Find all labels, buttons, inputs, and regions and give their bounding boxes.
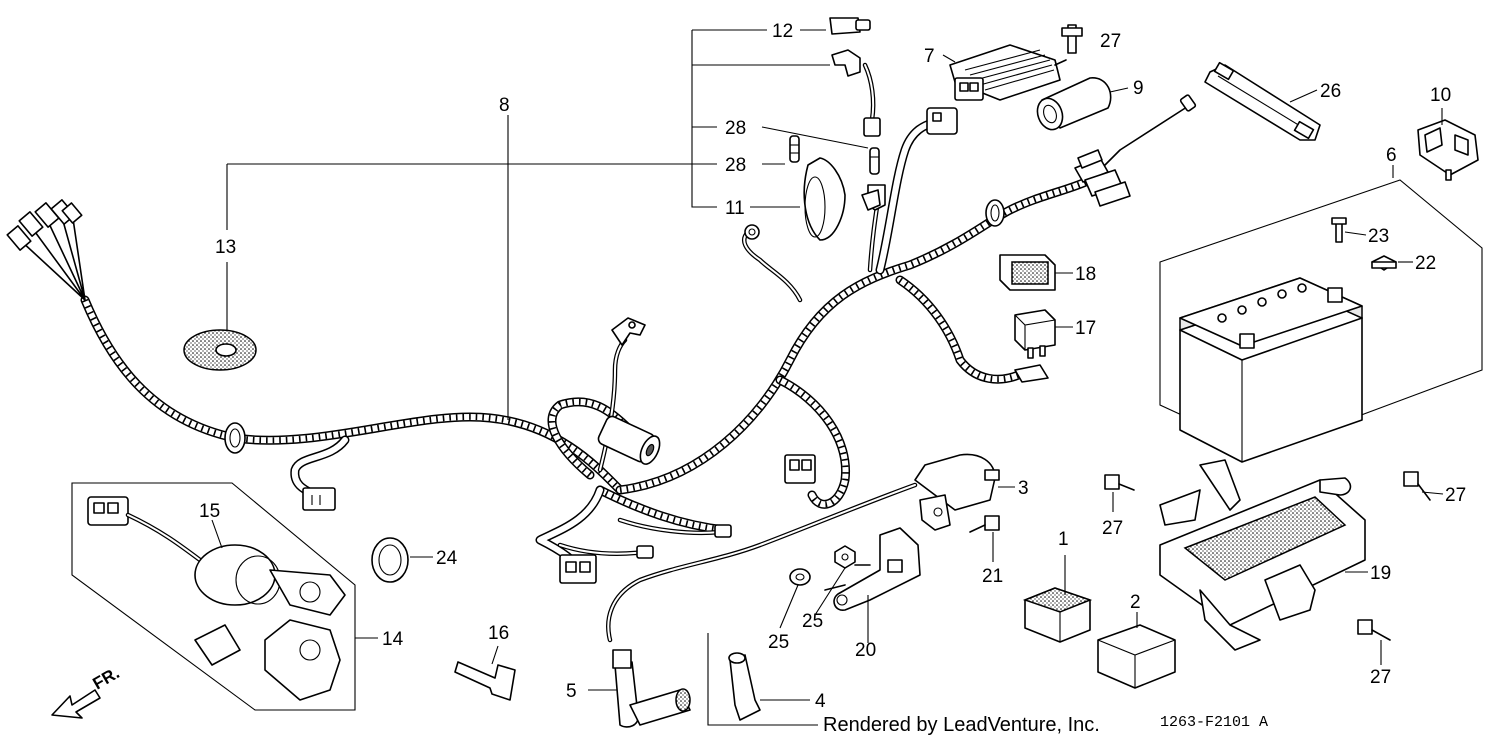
nut-25-a bbox=[789, 568, 811, 586]
callout-12: 12 bbox=[772, 21, 793, 42]
right-connector-bundle bbox=[1074, 94, 1197, 207]
ignition-switch-group bbox=[71, 482, 356, 711]
bracket-20 bbox=[824, 527, 921, 611]
fuse-holder-bracket bbox=[831, 49, 881, 137]
callout-19: 19 bbox=[1370, 563, 1391, 584]
boot-4 bbox=[728, 652, 761, 721]
callout-16: 16 bbox=[488, 623, 509, 644]
callout-27-mid: 27 bbox=[1102, 518, 1123, 539]
callout-24: 24 bbox=[436, 548, 458, 569]
nut-25-b bbox=[834, 545, 856, 569]
spark-plug-cap bbox=[612, 649, 691, 728]
callout-labels: 1 2 3 4 5 6 7 8 9 10 11 12 13 14 15 16 1… bbox=[199, 21, 1466, 712]
ignition-coil bbox=[606, 453, 1000, 643]
battery-box bbox=[1159, 459, 1366, 651]
callout-7: 7 bbox=[924, 46, 935, 67]
clip-10 bbox=[1417, 119, 1479, 181]
callout-10: 10 bbox=[1430, 85, 1451, 106]
callout-9: 9 bbox=[1133, 78, 1144, 99]
battery bbox=[1159, 179, 1483, 463]
capacitor bbox=[597, 415, 661, 465]
relay-17 bbox=[1014, 309, 1056, 359]
bolt-23 bbox=[1331, 217, 1347, 243]
callout-3: 3 bbox=[1018, 478, 1029, 499]
callout-27: 27 bbox=[1100, 31, 1121, 52]
callout-5: 5 bbox=[566, 681, 577, 702]
part-2-cover bbox=[1097, 624, 1176, 689]
leader-lines bbox=[211, 29, 1444, 726]
callout-4: 4 bbox=[815, 691, 826, 712]
nut-22 bbox=[1371, 255, 1397, 271]
callout-11: 11 bbox=[725, 198, 745, 219]
bolt-21 bbox=[969, 515, 1000, 533]
callout-8: 8 bbox=[499, 95, 510, 116]
callout-25-second: 25 bbox=[802, 611, 823, 632]
callout-18: 18 bbox=[1075, 264, 1096, 285]
battery-strap bbox=[1204, 61, 1321, 141]
bolt-27-top bbox=[1061, 24, 1083, 54]
credit-text: Rendered by LeadVenture, Inc. bbox=[823, 714, 1100, 736]
front-direction-arrow: FR. bbox=[51, 663, 123, 719]
callout-28: 28 bbox=[725, 118, 746, 139]
fuse-holder-11 bbox=[803, 157, 881, 241]
callout-26: 26 bbox=[1320, 81, 1341, 102]
fuse-28 bbox=[789, 135, 880, 175]
callout-21: 21 bbox=[982, 566, 1003, 587]
bolt-27-mid bbox=[1104, 474, 1135, 491]
callout-2: 2 bbox=[1130, 592, 1141, 613]
callout-23: 23 bbox=[1368, 226, 1389, 247]
callout-20: 20 bbox=[855, 640, 876, 661]
callout-17: 17 bbox=[1075, 318, 1096, 339]
key-16 bbox=[454, 661, 516, 701]
callout-6: 6 bbox=[1386, 145, 1397, 166]
boot-9 bbox=[1036, 77, 1112, 131]
grommet-13 bbox=[183, 329, 257, 371]
regulator-rectifier bbox=[926, 44, 1067, 135]
part-12-cap bbox=[829, 17, 871, 35]
callout-25: 25 bbox=[768, 632, 789, 653]
callout-22: 22 bbox=[1415, 253, 1436, 274]
callout-27-right: 27 bbox=[1445, 485, 1466, 506]
bolt-27-right bbox=[1403, 471, 1431, 501]
drawing-code: 1263-F2101 A bbox=[1160, 714, 1268, 731]
callout-28-second: 28 bbox=[725, 155, 746, 176]
callout-14: 14 bbox=[382, 629, 404, 650]
bolt-27-bottom bbox=[1357, 619, 1391, 641]
relay-18 bbox=[999, 254, 1056, 291]
callout-13: 13 bbox=[215, 237, 236, 258]
callout-27-bottom: 27 bbox=[1370, 667, 1391, 688]
callout-1: 1 bbox=[1058, 529, 1069, 550]
washer-24 bbox=[371, 537, 409, 583]
part-1-relay bbox=[1022, 587, 1093, 643]
front-indicator-label: FR. bbox=[90, 663, 123, 693]
left-connector-bundle bbox=[6, 199, 86, 301]
callout-15: 15 bbox=[199, 501, 220, 522]
